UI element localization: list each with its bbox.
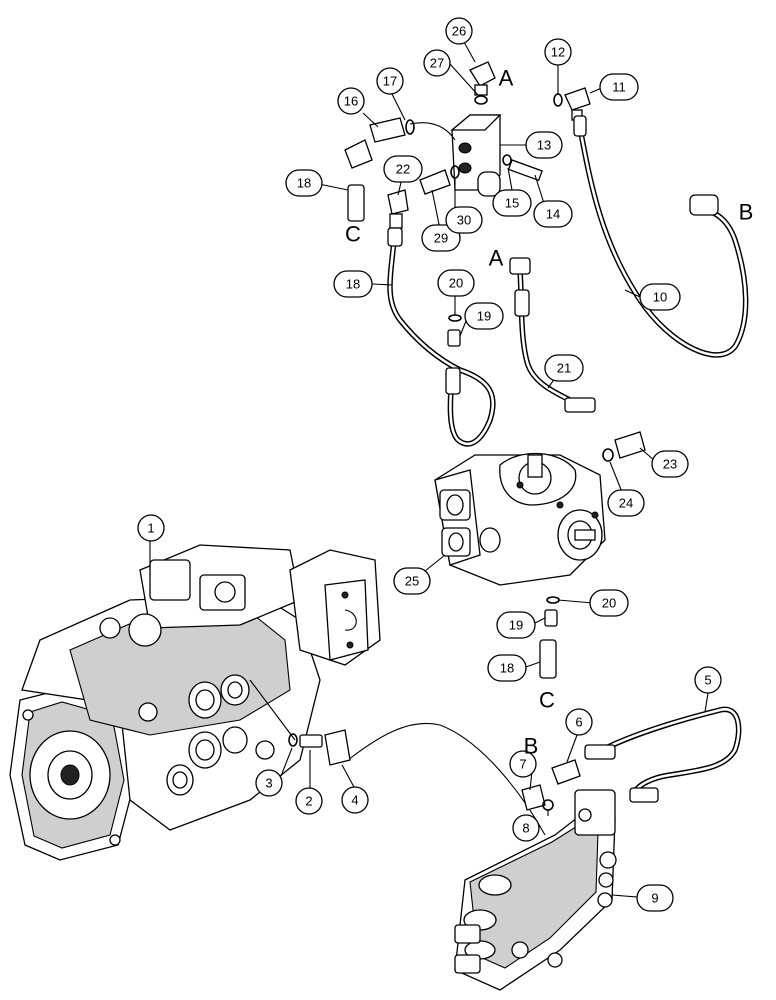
callout-2: 2 (295, 787, 323, 815)
callout-3: 3 (255, 769, 283, 797)
callout-10: 10 (639, 283, 681, 311)
svg-text:29: 29 (434, 231, 448, 246)
hose-5 (595, 706, 742, 793)
callout-7: 7 (509, 750, 537, 778)
svg-text:14: 14 (546, 207, 560, 222)
letter-b-right: B (739, 200, 754, 225)
callout-9: 9 (636, 884, 674, 912)
svg-text:5: 5 (704, 673, 711, 688)
callout-13: 13 (525, 131, 563, 159)
connection-letters: A A B B C C (345, 66, 753, 759)
callout-29: 29 (421, 224, 461, 252)
callout-18-hose: 18 (333, 270, 373, 298)
callout-21: 21 (544, 354, 584, 382)
svg-text:11: 11 (612, 80, 626, 95)
valve-block-13 (450, 114, 502, 197)
svg-text:9: 9 (651, 891, 658, 906)
svg-text:13: 13 (537, 138, 551, 153)
letter-a-top: A (499, 66, 514, 91)
svg-text:23: 23 (663, 457, 677, 472)
svg-text:21: 21 (557, 361, 571, 376)
callout-20-upper: 20 (437, 269, 475, 297)
callout-24: 24 (607, 489, 645, 517)
callout-20-lower: 20 (589, 589, 629, 617)
callout-18-upper: 18 (285, 169, 323, 197)
valve-9 (454, 789, 617, 991)
svg-text:7: 7 (519, 757, 526, 772)
svg-text:19: 19 (509, 618, 523, 633)
callout-27: 27 (423, 49, 451, 77)
callout-19-upper: 19 (464, 302, 504, 330)
callout-12: 12 (544, 38, 572, 66)
letter-c-upper: C (345, 222, 361, 247)
callout-11: 11 (599, 73, 639, 101)
svg-text:15: 15 (505, 196, 519, 211)
letter-b-lower: B (524, 734, 539, 759)
svg-text:24: 24 (619, 496, 633, 511)
svg-text:16: 16 (344, 94, 358, 109)
svg-text:30: 30 (457, 213, 471, 228)
callout-17: 17 (376, 67, 404, 95)
hose-10 (577, 125, 749, 358)
callout-22: 22 (383, 155, 423, 183)
svg-text:4: 4 (351, 793, 358, 808)
callout-16: 16 (337, 87, 365, 115)
callout-19-lower: 19 (496, 611, 536, 639)
callout-25: 25 (393, 567, 431, 595)
svg-text:3: 3 (265, 776, 272, 791)
svg-text:2: 2 (305, 794, 312, 809)
svg-text:6: 6 (575, 715, 582, 730)
svg-text:1: 1 (147, 521, 154, 536)
hose-18-upper (387, 229, 496, 447)
callout-18-lower: 18 (487, 654, 527, 682)
svg-text:18: 18 (346, 277, 360, 292)
letter-a-middle: A (489, 246, 504, 271)
callout-15: 15 (492, 189, 532, 217)
callouts: 1 2 3 4 5 6 7 8 9 10 11 12 13 14 15 16 1… (137, 17, 722, 912)
svg-text:25: 25 (405, 574, 419, 589)
svg-text:19: 19 (477, 309, 491, 324)
letter-c-lower: C (539, 688, 555, 713)
pump-25 (434, 452, 606, 586)
svg-text:22: 22 (396, 162, 410, 177)
svg-text:8: 8 (522, 821, 529, 836)
callout-14: 14 (533, 200, 573, 228)
callout-1: 1 (137, 514, 165, 542)
callout-8: 8 (512, 814, 540, 842)
svg-text:18: 18 (500, 661, 514, 676)
svg-text:12: 12 (551, 45, 565, 60)
main-pump-1 (9, 544, 381, 861)
svg-text:10: 10 (653, 290, 667, 305)
callout-30: 30 (445, 206, 483, 234)
callout-6: 6 (565, 708, 593, 736)
callout-26: 26 (445, 17, 473, 45)
svg-text:27: 27 (430, 56, 444, 71)
svg-text:17: 17 (383, 74, 397, 89)
fittings (288, 61, 719, 811)
callout-23: 23 (651, 450, 689, 478)
callout-5: 5 (694, 666, 722, 694)
svg-text:20: 20 (449, 276, 463, 291)
svg-text:20: 20 (602, 596, 616, 611)
svg-text:26: 26 (452, 24, 466, 39)
callout-4: 4 (341, 786, 369, 814)
svg-text:18: 18 (297, 176, 311, 191)
